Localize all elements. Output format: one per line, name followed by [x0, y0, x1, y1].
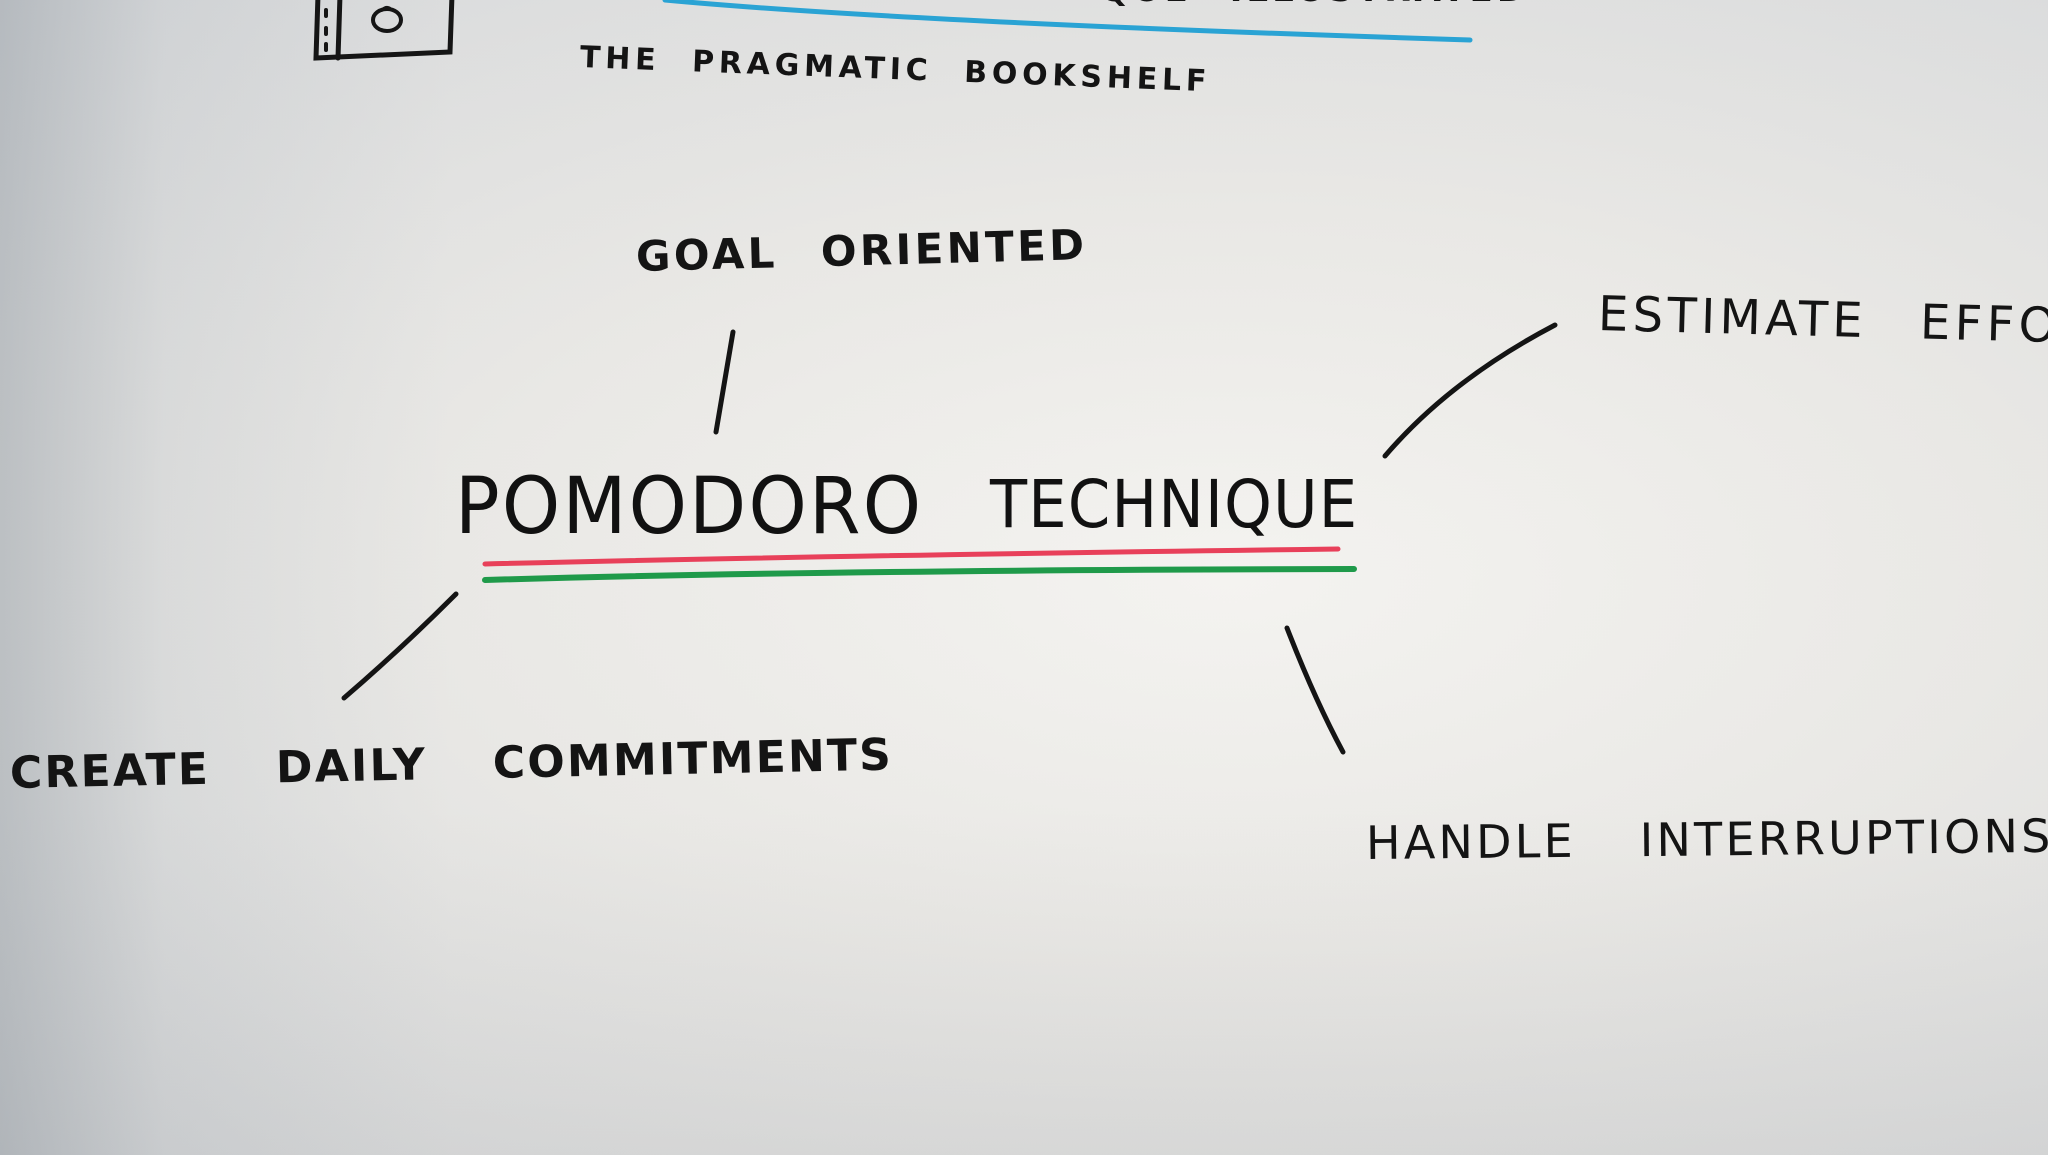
header-underline-blue	[662, 0, 1473, 43]
book-sketch-icon	[313, 0, 455, 61]
connector-goal-oriented	[713, 329, 736, 435]
connector-create-daily-commitments	[341, 591, 459, 701]
connector-estimate-effort	[1382, 322, 1558, 459]
title-underline-red	[482, 546, 1341, 567]
title-underline-green	[482, 566, 1357, 583]
central-topic-pomodoro: POMODORO	[455, 462, 924, 552]
book-title-fragment: QUE "ILLUSTRATED"	[1100, 0, 1551, 10]
central-topic-technique: TECHNIQUE	[990, 466, 1359, 543]
connector-handle-interruptions	[1284, 625, 1346, 755]
branch-handle-interruptions: HANDLE INTERRUPTIONS	[1365, 808, 2048, 870]
